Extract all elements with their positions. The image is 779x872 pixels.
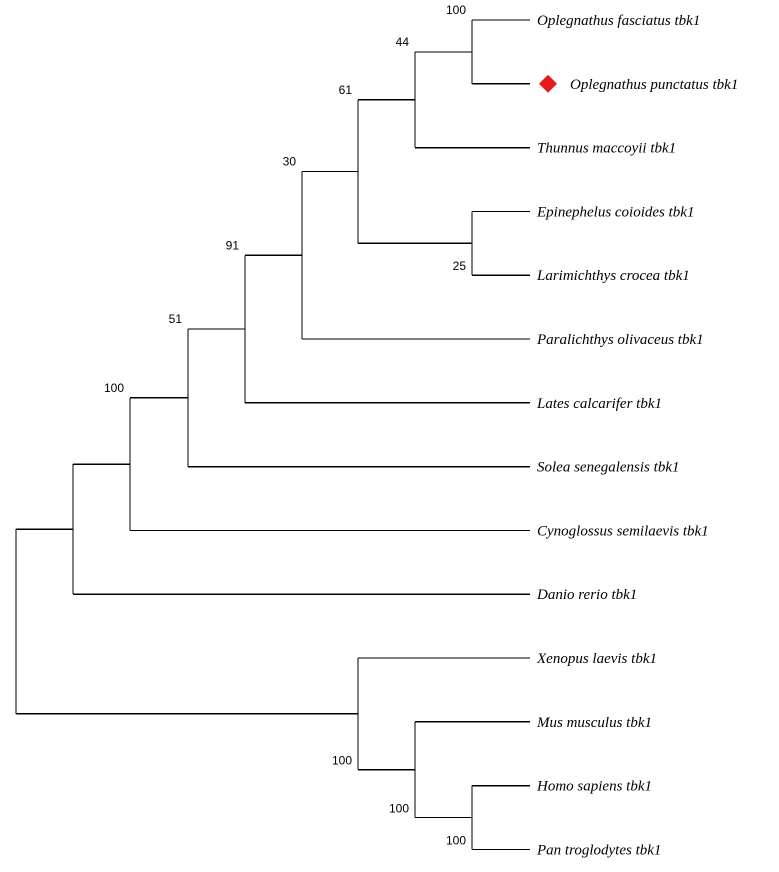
leaf-label: Mus musculus tbk1 — [536, 715, 652, 731]
red-diamond-marker-icon — [539, 74, 557, 93]
leaf-label: Thunnus maccoyii tbk1 — [537, 141, 676, 157]
support-value: 25 — [453, 259, 467, 273]
leaf-label: Oplegnathus fasciatus tbk1 — [537, 13, 700, 29]
leaf-label: Larimichthys crocea tbk1 — [536, 268, 690, 284]
support-value: 44 — [396, 35, 410, 49]
support-value: 61 — [339, 83, 353, 97]
leaf-label: Oplegnathus punctatus tbk1 — [570, 77, 738, 93]
leaf-label: Danio rerio tbk1 — [536, 587, 637, 603]
support-value: 91 — [226, 238, 240, 252]
leaf-label: Epinephelus coioides tbk1 — [536, 204, 694, 220]
leaf-label: Cynoglossus semilaevis tbk1 — [537, 523, 709, 539]
support-value: 100 — [104, 381, 124, 395]
leaf-label: Solea senegalensis tbk1 — [537, 460, 679, 476]
support-value: 100 — [389, 802, 409, 816]
leaf-label: Lates calcarifer tbk1 — [536, 396, 662, 412]
leaf-label: Homo sapiens tbk1 — [536, 779, 652, 795]
support-value: 30 — [283, 155, 297, 169]
support-value: 100 — [332, 754, 352, 768]
leaf-label: Pan troglodytes tbk1 — [536, 842, 661, 858]
leaf-label: Paralichthys olivaceus tbk1 — [536, 332, 704, 348]
support-value: 51 — [169, 312, 183, 326]
support-value: 100 — [446, 833, 466, 847]
support-value: 100 — [446, 3, 466, 17]
leaf-label: Xenopus laevis tbk1 — [536, 651, 657, 667]
